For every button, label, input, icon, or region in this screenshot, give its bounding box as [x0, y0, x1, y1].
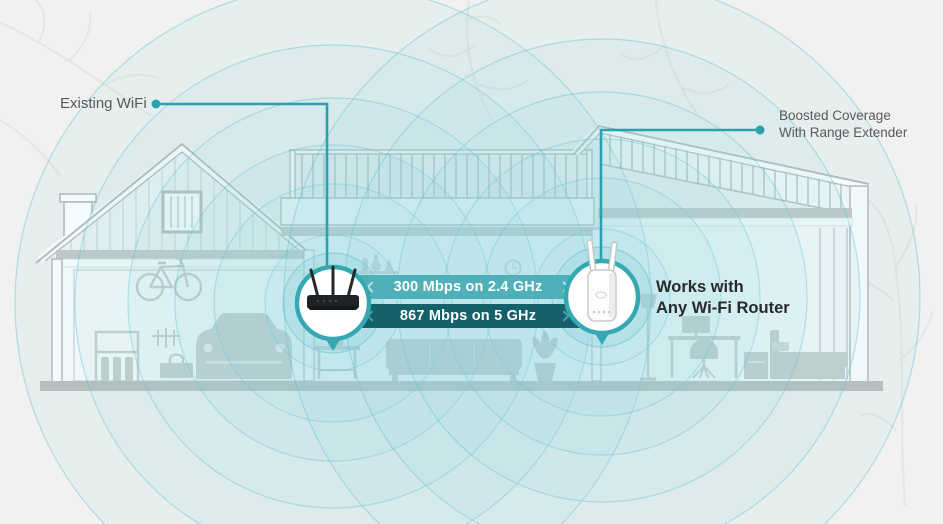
callout-dot	[151, 99, 161, 109]
gable-window	[161, 190, 203, 234]
range-extender-icon	[586, 239, 618, 322]
works-with-label: Works with Any Wi-Fi Router	[656, 277, 790, 319]
garage-items	[94, 256, 292, 386]
right-building	[572, 124, 870, 383]
router-bubble	[294, 264, 372, 351]
chair-icon	[690, 339, 718, 379]
bicycle-icon	[135, 256, 203, 302]
speed-band-5ghz: 867 Mbps on 5 GHz	[331, 304, 605, 328]
monitor-icon	[682, 316, 710, 339]
center-deck	[280, 149, 595, 236]
speed-label-2.4ghz: 300 Mbps on 2.4 GHz	[393, 279, 543, 295]
nightstand-icon	[744, 352, 768, 379]
bed-icon	[770, 330, 848, 379]
speed-label-5ghz: 867 Mbps on 5 GHz	[399, 308, 537, 324]
boosted-callout-line	[599, 128, 759, 262]
extender-bubble	[563, 239, 641, 345]
plant-icon	[532, 331, 558, 381]
shelf-bottles-icon	[356, 254, 398, 274]
tools-icon	[152, 328, 180, 348]
house-floor	[40, 381, 883, 391]
speed-band-2.4ghz: 300 Mbps on 2.4 GHz	[331, 275, 605, 299]
shelf-icon	[94, 330, 140, 386]
boosted-coverage-line1: Boosted Coverage	[779, 108, 891, 123]
sofa-icon	[386, 339, 522, 382]
boosted-coverage-label: Boosted Coverage With Range Extender	[779, 108, 907, 141]
callout-dot	[755, 125, 765, 135]
works-with-line2: Any Wi-Fi Router	[656, 299, 790, 317]
livingroom-items	[314, 254, 558, 382]
wifi-router-icon	[307, 265, 359, 310]
works-with-line1: Works with	[656, 278, 744, 296]
toolbox-icon	[160, 353, 193, 378]
desk-icon	[668, 336, 740, 378]
tree-branches-decor	[0, 0, 932, 505]
existing-wifi-callout-line	[157, 102, 329, 270]
existing-wifi-label: Existing WiFi	[60, 95, 147, 112]
left-house	[35, 142, 315, 384]
boosted-coverage-line2: With Range Extender	[779, 124, 908, 140]
